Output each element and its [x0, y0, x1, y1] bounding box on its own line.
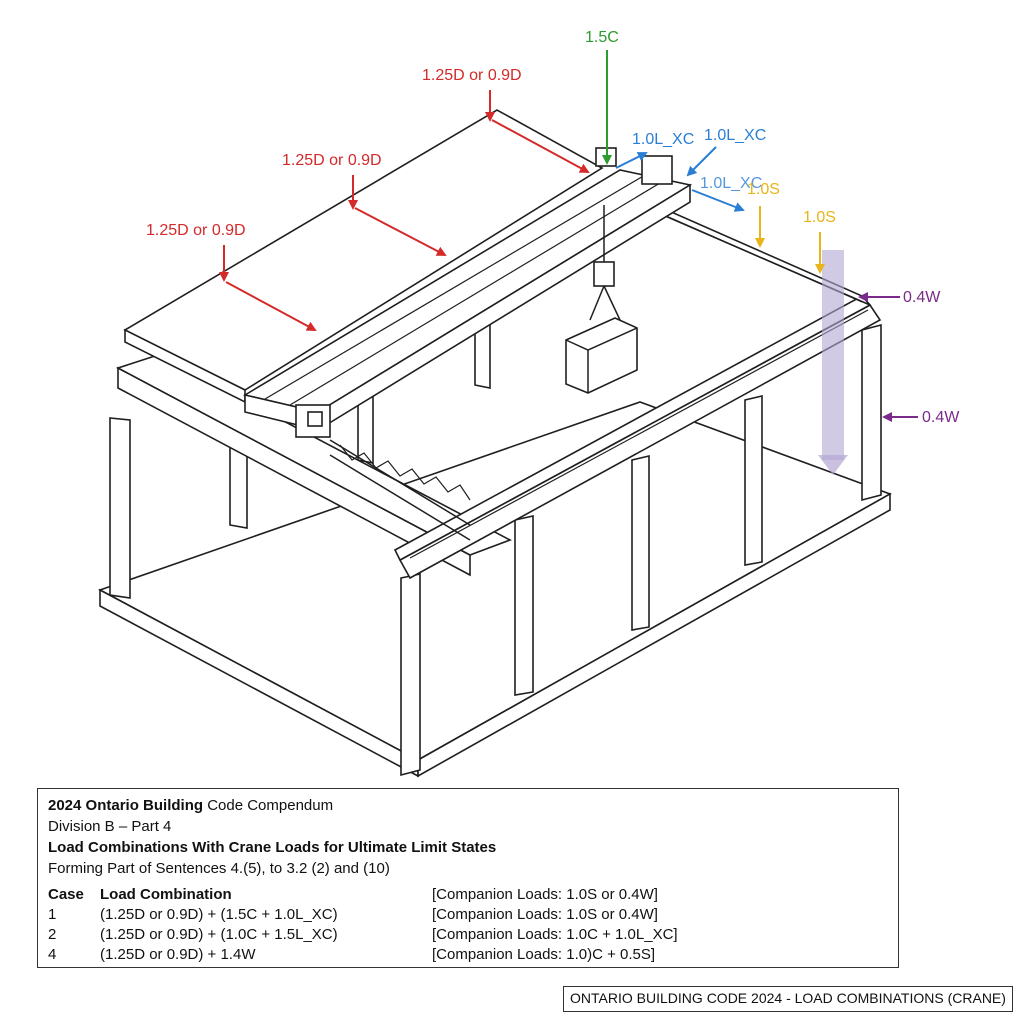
wind-pressure-arrowhead	[818, 455, 848, 475]
label-snow-2: 1.0S	[803, 209, 836, 226]
label-lateral-small: 1.0L_XC	[632, 131, 694, 148]
table-row: 1 (1.25D or 0.9D) + (1.5C + 1.0L_XC) [Co…	[48, 905, 888, 925]
label-crane-vertical: 1.5C	[585, 29, 619, 46]
header-case: Case	[48, 886, 84, 903]
code-reference-box: 2024 Ontario Building Code Compendum Div…	[37, 788, 899, 968]
compendium-title: 2024 Ontario Building Code Compendum	[48, 797, 334, 814]
header-load-combination: Load Combination	[100, 886, 232, 903]
table-header-row: Case Load Combination [Companion Loads: …	[48, 885, 888, 905]
label-dead-3: 1.25D or 0.9D	[146, 222, 246, 239]
foundation-slab	[98, 401, 892, 778]
row-case: 1	[48, 906, 57, 923]
table-row: 2 (1.25D or 0.9D) + (1.0C + 1.5L_XC) [Co…	[48, 925, 888, 945]
crane-end-truck-front	[295, 404, 331, 438]
label-snow-1: 1.0S	[747, 181, 780, 198]
table-row: 4 (1.25D or 0.9D) + 1.4W [Companion Load…	[48, 945, 888, 965]
label-dead-2: 1.25D or 0.9D	[282, 152, 382, 169]
row-combination: (1.25D or 0.9D) + 1.4W	[100, 946, 256, 963]
snow-load-arrows	[755, 206, 825, 274]
truss	[329, 439, 471, 541]
front-columns	[109, 323, 882, 777]
label-wind-2: 0.4W	[922, 409, 960, 426]
row-case: 4	[48, 946, 57, 963]
row-companion: [Companion Loads: 1.0C + 1.0L_XC]	[432, 926, 678, 943]
label-wind-1: 0.4W	[903, 289, 941, 306]
table-title: Load Combinations With Crane Loads for U…	[48, 839, 497, 856]
dead-load-arrows	[219, 90, 590, 331]
row-companion: [Companion Loads: 1.0S or 0.4W]	[432, 906, 658, 923]
division-label: Division B – Part 4	[48, 818, 172, 835]
row-case: 2	[48, 926, 57, 943]
label-dead-1: 1.25D or 0.9D	[422, 67, 522, 84]
row-companion: [Companion Loads: 1.0)C + 0.5S]	[432, 946, 656, 963]
wind-load-arrows	[858, 292, 918, 422]
row-combination: (1.25D or 0.9D) + (1.0C + 1.5L_XC)	[100, 926, 338, 943]
header-companion: [Companion Loads: 1.0S or 0.4W]	[432, 886, 658, 903]
footer-caption: ONTARIO BUILDING CODE 2024 - LOAD COMBIN…	[563, 986, 1013, 1012]
forming-part-note: Forming Part of Sentences 4.(5), to 3.2 …	[48, 860, 390, 877]
lateral-load-arrows	[615, 146, 745, 212]
wind-pressure-zone	[822, 250, 844, 460]
crane-structure-diagram: 1.25D or 0.9D 1.25D or 0.9D 1.25D or 0.9…	[98, 29, 960, 778]
hoist	[565, 205, 638, 394]
label-lateral-large: 1.0L_XC	[704, 127, 766, 144]
roof-slab	[123, 109, 604, 404]
label-lateral-faded: 1.0L_XC	[700, 175, 762, 192]
row-combination: (1.25D or 0.9D) + (1.5C + 1.0L_XC)	[100, 906, 338, 923]
right-runway-beam	[393, 294, 882, 580]
